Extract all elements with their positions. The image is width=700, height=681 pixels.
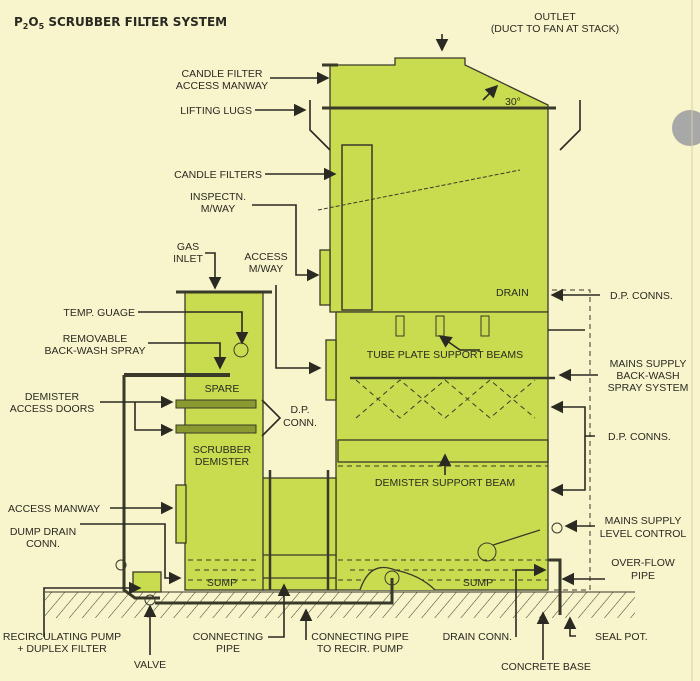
- demister-door-lower: [175, 424, 257, 434]
- recirculation-pipe: [155, 578, 394, 605]
- inspection-manway: [319, 249, 331, 306]
- recirculating-pump: [132, 571, 162, 593]
- label-dp-conns-lower: D.P. CONNS.: [608, 431, 671, 443]
- label-inspection-manway: INSPECTN.M/WAY: [190, 191, 246, 215]
- label-concrete-base: CONCRETE BASE: [501, 661, 591, 673]
- label-temp-gauge: TEMP. GUAGE: [63, 307, 135, 319]
- label-sump-left: SUMP: [207, 577, 237, 589]
- access-manway: [175, 484, 187, 544]
- label-sump-right: SUMP: [463, 577, 493, 589]
- overflow-pipe: [548, 558, 562, 615]
- label-angle: 30°: [505, 96, 521, 108]
- label-demister-support-beam: DEMISTER SUPPORT BEAM: [375, 477, 515, 489]
- label-drain-conn: DRAIN CONN.: [443, 631, 512, 643]
- filter-tower: [309, 57, 581, 591]
- page-hole: [672, 110, 700, 146]
- label-candle-filters: CANDLE FILTERS: [174, 169, 262, 181]
- dp-conn-bracket: [261, 399, 282, 437]
- connecting-duct: [261, 470, 337, 591]
- demister-door-upper: [175, 399, 257, 409]
- access-manway-upper: [325, 339, 337, 401]
- label-outlet: OUTLET(DUCT TO FAN AT STACK): [491, 11, 619, 35]
- label-drain: DRAIN: [496, 287, 529, 299]
- label-valve: VALVE: [134, 659, 166, 671]
- diagram-title: P2O5 SCRUBBER FILTER SYSTEM: [14, 15, 227, 31]
- label-access-manway: ACCESS MANWAY: [8, 503, 100, 515]
- label-lifting-lugs: LIFTING LUGS: [180, 105, 252, 117]
- candle-filter: [341, 144, 373, 311]
- label-tube-plate-support-beams: TUBE PLATE SUPPORT BEAMS: [367, 349, 523, 361]
- label-seal-pot: SEAL POT.: [595, 631, 648, 643]
- label-recirculating-pump: RECIRCULATING PUMP+ DUPLEX FILTER: [3, 631, 121, 655]
- label-dp-conn: D.P.CONN.: [283, 404, 317, 429]
- label-spare: SPARE: [205, 383, 240, 395]
- label-dp-conns-upper: D.P. CONNS.: [610, 290, 673, 302]
- leader-lines: [43, 34, 605, 660]
